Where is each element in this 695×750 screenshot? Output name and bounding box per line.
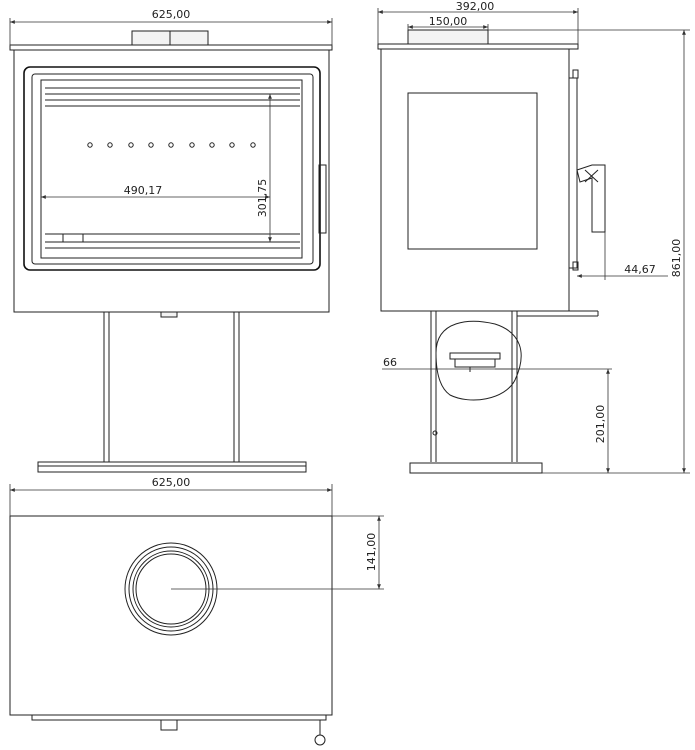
side-body (380, 48, 570, 312)
side-door-handle (576, 164, 606, 233)
front-base-plate (37, 461, 307, 473)
door-knob (314, 734, 326, 746)
door-frame (23, 66, 321, 271)
side-base-plate (409, 462, 543, 474)
dim-side-depth: 392,00 (456, 0, 495, 13)
top-air-control (160, 719, 178, 731)
air-holes (87, 142, 256, 148)
dim-top-width: 625,00 (152, 476, 191, 489)
front-body (13, 49, 330, 313)
top-view: 625,00 141,00 (9, 476, 384, 746)
side-top-plate (377, 43, 579, 50)
side-flue-collar (407, 29, 489, 45)
dim-overall-height: 861,00 (670, 239, 683, 278)
dim-handle-offset: 44,67 (624, 263, 656, 276)
door-glass (40, 79, 303, 259)
side-window (407, 92, 538, 250)
air-control (160, 311, 178, 318)
dim-front-width: 625,00 (152, 8, 191, 21)
dim-glass-width: 490,17 (124, 184, 163, 197)
door-handle (318, 164, 327, 234)
dim-flue-width: 150,00 (429, 15, 468, 28)
front-top-plate (9, 44, 333, 51)
dim-outlet-height: 201,00 (594, 405, 607, 444)
dim-flue-offset: 141,00 (365, 533, 378, 572)
outlet-cover (435, 320, 522, 401)
side-view: 392,00 150,00 861,00 44,67 66 201,00 (377, 0, 690, 474)
front-view: 625,00 490,17 301,75 (9, 8, 333, 473)
top-outline (9, 515, 333, 716)
dim-outlet-diameter: 66 (383, 356, 397, 369)
dim-glass-height: 301,75 (256, 179, 269, 218)
